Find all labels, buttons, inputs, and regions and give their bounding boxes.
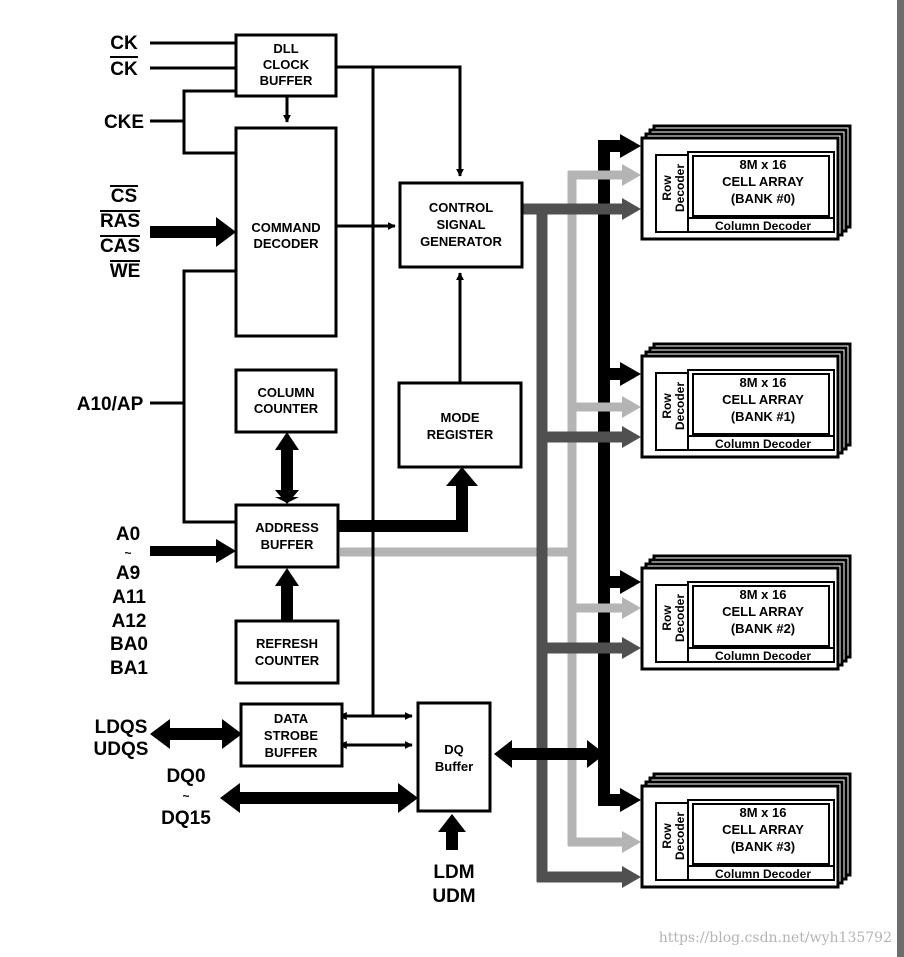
row-decoder-box <box>655 802 689 881</box>
data-strobe-buffer: DATA STROBE BUFFER <box>239 702 344 768</box>
pin-ldm: LDM <box>433 862 474 883</box>
bank-number-label: (BANK #1) <box>731 409 795 424</box>
pin-a0: A0 <box>116 524 140 545</box>
refresh-counter: REFRESH COUNTER <box>234 619 340 685</box>
cell-array-box <box>692 373 830 435</box>
pin-ba1: BA1 <box>110 658 148 679</box>
pin-a-tilde: ~ <box>124 546 131 560</box>
block-label: STROBE <box>264 728 319 743</box>
bank-size-label: 8M x 16 <box>740 587 787 602</box>
pin-udm: UDM <box>432 886 475 907</box>
bank-number-label: (BANK #2) <box>731 621 795 636</box>
pin-dq0: DQ0 <box>166 766 205 787</box>
pin-ldqs: LDQS <box>95 717 148 738</box>
block-label: DQ <box>444 742 464 757</box>
row-decoder-label-decoder: Decoder <box>673 164 687 212</box>
row-decoder-label-decoder: Decoder <box>673 382 687 430</box>
row-decoder-box <box>655 372 689 451</box>
command-decoder: COMMAND DECODER <box>234 126 338 338</box>
column-decoder-label: Column Decoder <box>715 219 811 233</box>
row-decoder-label-row: Row <box>660 393 674 419</box>
block-label: COMMAND <box>251 220 320 235</box>
block-label: REGISTER <box>427 427 494 442</box>
column-decoder-label: Column Decoder <box>715 437 811 451</box>
pin-ck: CK <box>110 33 138 54</box>
pin-a11: A11 <box>112 587 146 608</box>
row-decoder-label-decoder: Decoder <box>673 812 687 860</box>
control-signal-generator: CONTROL SIGNAL GENERATOR <box>398 181 524 269</box>
pin-cke: CKE <box>104 112 144 133</box>
column-counter: COLUMN COUNTER <box>234 368 338 434</box>
cell-array-box <box>692 155 830 217</box>
block-label: Buffer <box>435 759 473 774</box>
block-label: BUFFER <box>265 745 318 760</box>
pin-ras: RAS <box>100 211 140 232</box>
signal-lines <box>150 41 464 749</box>
cell-array-box <box>692 585 830 647</box>
block-label: DATA <box>274 711 309 726</box>
block-label: SIGNAL <box>436 217 485 232</box>
block-label: REFRESH <box>256 636 318 651</box>
bank-number-label: (BANK #0) <box>731 191 795 206</box>
row-decoder-label-row: Row <box>660 175 674 201</box>
page-border <box>897 0 904 957</box>
row-decoder-label-row: Row <box>660 823 674 849</box>
bank-0: 8M x 16 CELL ARRAY (BANK #0) Column Decoder… <box>640 124 852 241</box>
pin-a12: A12 <box>112 611 147 632</box>
pin-a9: A9 <box>116 563 140 584</box>
bank-3: 8M x 16 CELL ARRAY (BANK #3) Column Decoder… <box>640 772 852 889</box>
bank-array-label: CELL ARRAY <box>722 392 804 407</box>
block-label: COUNTER <box>254 401 319 416</box>
pin-a10ap: A10/AP <box>77 394 144 415</box>
block-label: DLL <box>273 41 298 56</box>
bank-size-label: 8M x 16 <box>740 375 787 390</box>
mode-register: MODE REGISTER <box>397 381 523 469</box>
bank-1: 8M x 16 CELL ARRAY (BANK #1) Column Decoder… <box>640 342 852 459</box>
block-label: COUNTER <box>255 653 320 668</box>
row-decoder-label-decoder: Decoder <box>673 594 687 642</box>
bank-size-label: 8M x 16 <box>740 157 787 172</box>
block-label: CONTROL <box>429 200 493 215</box>
block-label: BUFFER <box>261 537 314 552</box>
block-label: ADDRESS <box>255 520 319 535</box>
pin-dq-tilde: ~ <box>182 789 189 803</box>
pin-ba0: BA0 <box>110 634 148 655</box>
bank-array-label: CELL ARRAY <box>722 604 804 619</box>
pin-dq15: DQ15 <box>161 808 211 829</box>
block-label: BUFFER <box>260 73 313 88</box>
watermark: https://blog.csdn.net/wyh135792 <box>659 930 892 946</box>
bank-array-label: CELL ARRAY <box>722 174 804 189</box>
bank-bus-lines <box>340 134 641 888</box>
column-decoder-label: Column Decoder <box>715 649 811 663</box>
thick-arrows <box>150 217 605 850</box>
dll-clock-buffer: DLL CLOCK BUFFER <box>234 33 338 98</box>
pin-cas: CAS <box>100 236 140 257</box>
block-label: GENERATOR <box>420 234 502 249</box>
pin-cs: CS <box>111 186 137 207</box>
bank-2: 8M x 16 CELL ARRAY (BANK #2) Column Decoder… <box>640 554 852 671</box>
row-decoder-box <box>655 154 689 233</box>
pin-udqs: UDQS <box>94 739 149 760</box>
row-decoder-label-row: Row <box>660 605 674 631</box>
address-buffer: ADDRESS BUFFER <box>234 503 340 569</box>
block-label: MODE <box>441 410 480 425</box>
column-decoder-label: Column Decoder <box>715 867 811 881</box>
pin-ck-bar: CK <box>110 59 138 80</box>
block-label: COLUMN <box>257 385 314 400</box>
bank-array-label: CELL ARRAY <box>722 822 804 837</box>
dq-buffer: DQ Buffer <box>416 701 492 813</box>
row-decoder-box <box>655 584 689 663</box>
memory-banks: 8M x 16 CELL ARRAY (BANK #0) Column Decoder… <box>640 124 852 889</box>
bank-number-label: (BANK #3) <box>731 839 795 854</box>
block-label: DECODER <box>253 236 319 251</box>
pin-we: WE <box>110 261 141 282</box>
block-label: CLOCK <box>263 57 310 72</box>
cell-array-box <box>692 803 830 865</box>
bank-size-label: 8M x 16 <box>740 805 787 820</box>
